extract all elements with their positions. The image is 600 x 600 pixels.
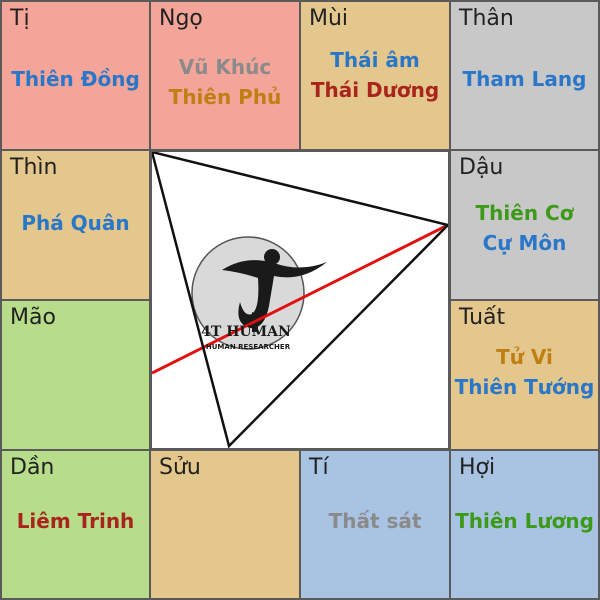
palace-thin: Thìn Phá Quân <box>0 149 151 301</box>
star-label: Thiên Phủ <box>168 85 282 109</box>
star-label: Liêm Trinh <box>16 509 135 533</box>
star-label: Thất sát <box>328 509 422 533</box>
star-label: Thiên Cơ <box>475 201 574 225</box>
star-label: Vũ Khúc <box>178 55 272 79</box>
palace-than: Thân Tham Lang <box>449 0 600 151</box>
star-label: Tham Lang <box>462 67 587 91</box>
palace-dau: Dậu Thiên Cơ Cự Môn <box>449 149 600 301</box>
star-label: Thái Dương <box>310 78 440 102</box>
palace-name: Sửu <box>159 455 201 480</box>
star-label: Thiên Tướng <box>454 375 595 399</box>
star-label: Tử Vi <box>496 345 553 369</box>
star-label: Cự Môn <box>482 231 567 255</box>
palace-name: Tị <box>10 6 30 31</box>
palace-mao: Mão <box>0 299 151 451</box>
red-axis-line <box>152 223 448 375</box>
palace-name: Tí <box>309 455 329 480</box>
star-label: Phá Quân <box>21 211 130 235</box>
palace-suu: Sửu <box>149 449 301 600</box>
palace-ti-snake: Tị Thiên Đồng <box>0 0 151 151</box>
palace-name: Thân <box>459 6 514 31</box>
palace-tuat: Tuất Tử Vi Thiên Tướng <box>449 299 600 451</box>
palace-name: Dần <box>10 455 55 480</box>
star-label: Thiên Lương <box>455 509 594 533</box>
logo-title: 4T HUMAN <box>201 324 291 340</box>
palace-name: Thìn <box>10 155 58 180</box>
palace-name: Mùi <box>309 6 349 31</box>
palace-name: Dậu <box>459 155 504 180</box>
palace-ti-rat: Tí Thất sát <box>299 449 451 600</box>
palace-name: Mão <box>10 305 56 330</box>
palace-name: Tuất <box>459 305 506 330</box>
triangle-lines <box>152 152 448 448</box>
palace-ngo: Ngọ Vũ Khúc Thiên Phủ <box>149 0 301 151</box>
logo-figure-icon <box>222 249 327 332</box>
palace-dan: Dần Liêm Trinh <box>0 449 151 600</box>
palace-name: Ngọ <box>159 6 203 31</box>
center-panel: 4T HUMAN HUMAN RESEARCHER <box>150 150 450 450</box>
palace-name: Hợi <box>459 455 496 480</box>
star-label: Thái âm <box>330 48 420 72</box>
palace-mui: Mùi Thái âm Thái Dương <box>299 0 451 151</box>
palace-hoi: Hợi Thiên Lương <box>449 449 600 600</box>
logo-subtitle: HUMAN RESEARCHER <box>206 343 291 351</box>
star-label: Thiên Đồng <box>11 67 140 91</box>
center-diagram: 4T HUMAN HUMAN RESEARCHER <box>152 152 448 448</box>
